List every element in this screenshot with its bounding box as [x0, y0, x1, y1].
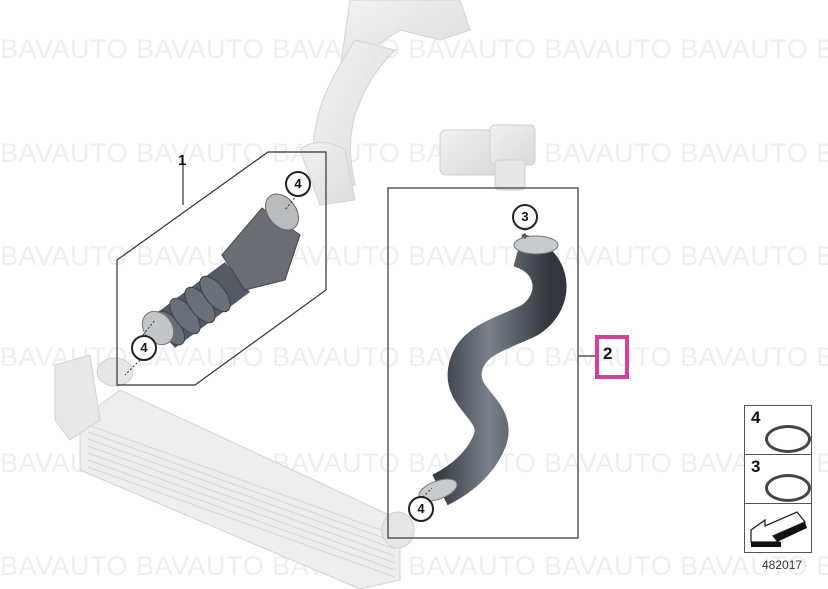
direction-arrow-icon [750, 511, 807, 547]
callout-4-lower-group-1[interactable]: 4 [131, 335, 157, 361]
group-label-1[interactable]: 1 [178, 152, 187, 169]
turbocharger [299, 0, 471, 206]
throttle-body [439, 124, 536, 191]
legend-item-o-ring-3[interactable]: 3 [745, 455, 811, 504]
group-label-2[interactable]: 2 [603, 344, 613, 363]
diagram-id: 482017 [762, 558, 803, 572]
highlight-box-group-2 [595, 335, 629, 379]
callout-4-upper-group-1[interactable]: 4 [285, 171, 311, 197]
callout-4-lower-group-2[interactable]: 4 [408, 496, 434, 522]
o-ring-icon [765, 425, 811, 453]
charge-air-duct-group-1[interactable] [136, 188, 305, 351]
legend-label: 3 [751, 457, 761, 476]
charge-air-hose-group-2[interactable] [416, 233, 567, 506]
legend-panel: 4 3 [744, 405, 812, 553]
legend-item-o-ring-4[interactable]: 4 [745, 406, 811, 455]
legend-item-direction [745, 504, 811, 552]
group-1-frame [116, 151, 327, 386]
group-2-frame [387, 187, 579, 539]
legend-label: 4 [751, 408, 761, 427]
callout-3-upper-group-2[interactable]: 3 [512, 204, 538, 230]
o-ring-icon [765, 474, 811, 502]
intercooler [54, 354, 415, 589]
